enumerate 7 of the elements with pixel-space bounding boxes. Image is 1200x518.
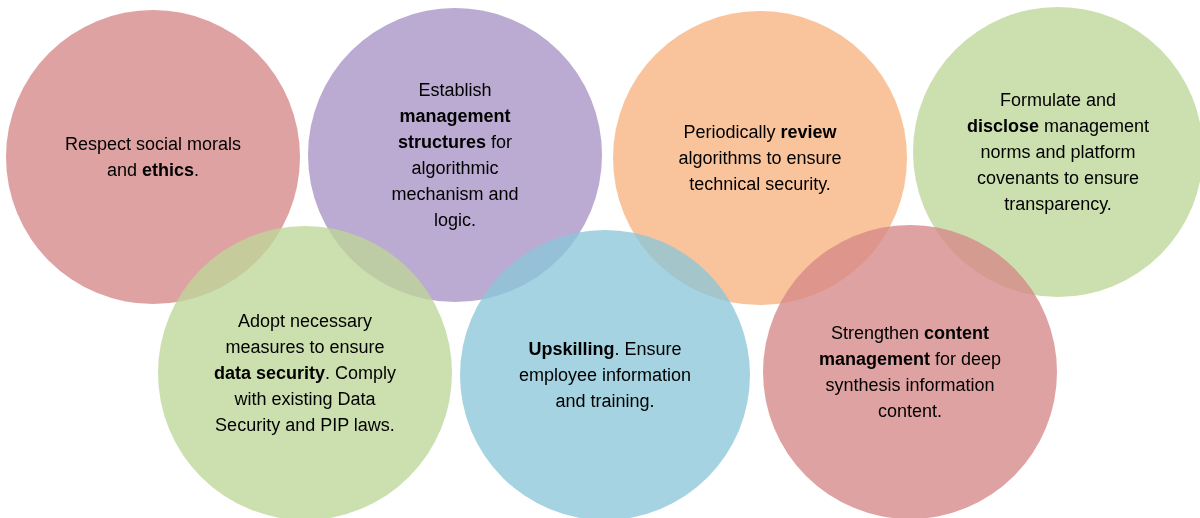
node-text: Upskilling. Ensure employee information and training. — [517, 338, 693, 413]
node-text: Respect social morals and ethics. — [63, 133, 243, 182]
node-text: Establish management structures for algorithmic mechanism and logic. — [390, 79, 520, 232]
node-text: Strengthen content management for deep synthesis information content. — [817, 322, 1003, 423]
node-text: Formulate and disclose management norms and platform covenants to ensure transparency. — [965, 89, 1151, 216]
node-text: Periodically review algorithms to ensure technical security. — [677, 121, 843, 196]
node-text: Adopt necessary measures to ensure data security. Comply with existing Data Security and PIP laws. — [212, 310, 398, 437]
